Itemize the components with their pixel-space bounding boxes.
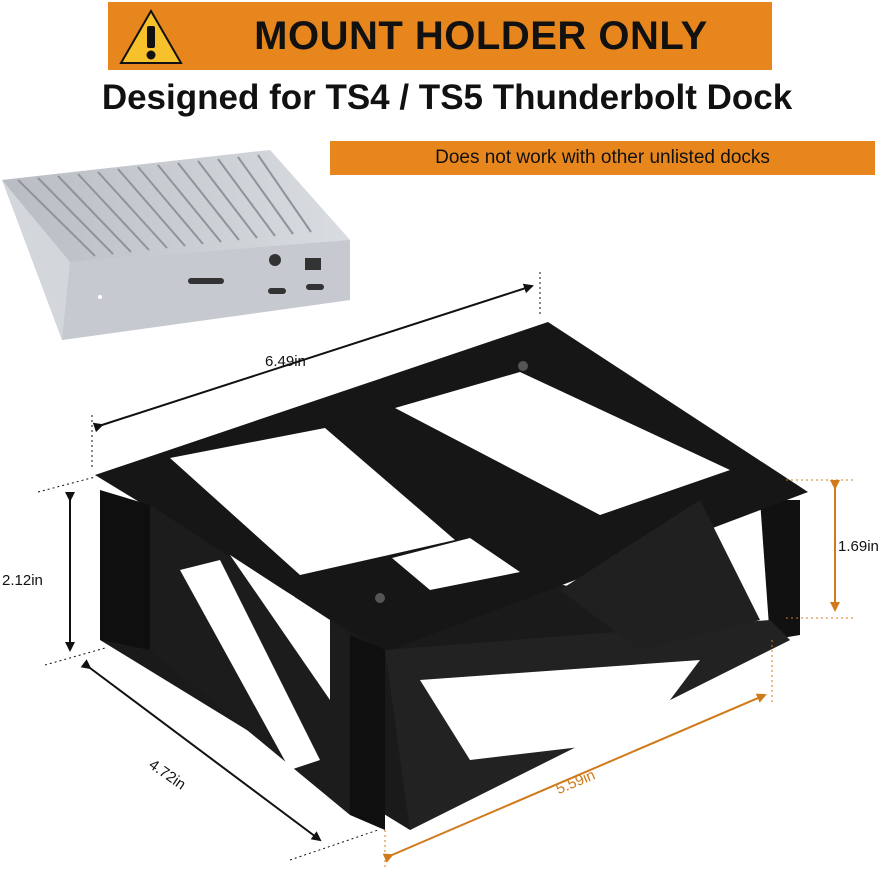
thunderbolt-dock-image bbox=[2, 150, 350, 340]
length-label: 6.49in bbox=[265, 353, 306, 370]
depth-label: 4.72in bbox=[146, 756, 189, 793]
compatibility-title: Designed for TS4 / TS5 Thunderbolt Dock bbox=[101, 78, 793, 117]
mount-holder-image bbox=[95, 322, 808, 830]
height-label: 2.12in bbox=[2, 572, 43, 589]
inner-height-label: 1.69in bbox=[838, 538, 879, 555]
mount-holder-banner: MOUNT HOLDER ONLY bbox=[108, 2, 772, 70]
inner-width-label: 5.59in bbox=[553, 766, 597, 798]
dimension-inner-height: 1.69in bbox=[786, 479, 879, 619]
dimension-length: 6.49in bbox=[91, 272, 541, 470]
compatibility-note: Does not work with other unlisted docks bbox=[330, 141, 875, 175]
dimension-height: 2.12in bbox=[2, 476, 106, 666]
warning-icon bbox=[119, 8, 183, 64]
banner-title: MOUNT HOLDER ONLY bbox=[254, 13, 708, 58]
